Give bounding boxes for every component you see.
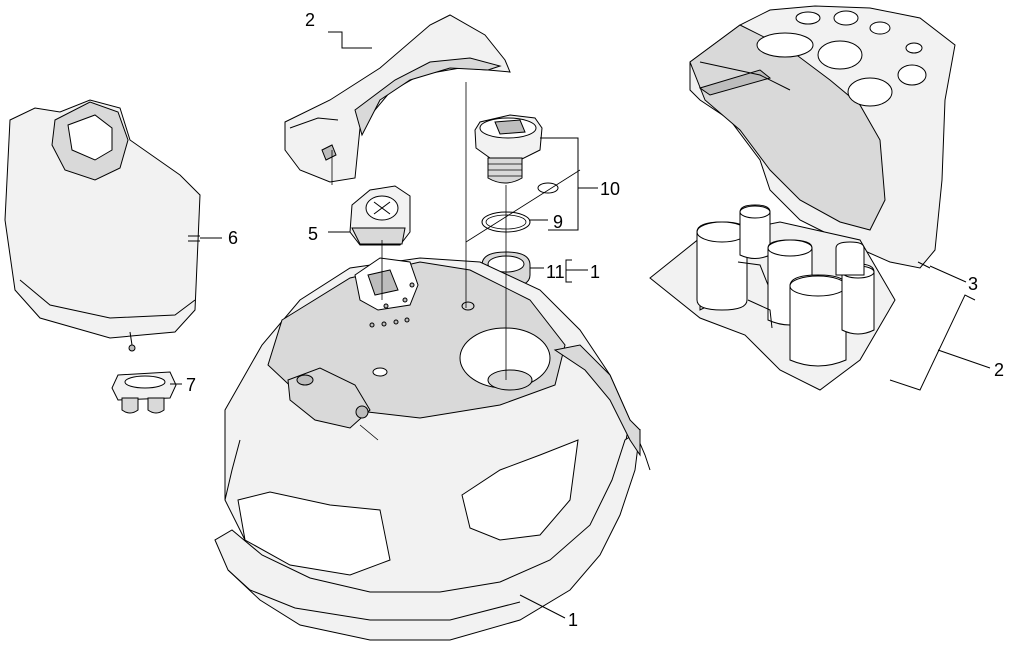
part-knob — [349, 185, 411, 246]
callout-6: 6 — [228, 228, 238, 248]
leader-lines — [170, 31, 991, 619]
callout-3: 3 — [968, 274, 978, 294]
callout-10: 10 — [600, 179, 620, 199]
callout-1-right: 1 — [590, 262, 600, 282]
callout-5: 5 — [308, 224, 318, 244]
callout-7: 7 — [186, 375, 196, 395]
part-cap — [474, 114, 559, 194]
callout-2-top: 2 — [305, 10, 315, 30]
callout-11: 11 — [546, 262, 565, 282]
callout-1-bottom: 1 — [568, 610, 578, 630]
part-main-housing — [214, 257, 651, 641]
callout-2-right: 2 — [994, 360, 1004, 380]
part-handle — [284, 14, 511, 183]
part-upper-tray — [689, 5, 956, 269]
part-left-cover — [4, 99, 201, 352]
callouts: 2 10 5 9 6 11 1 7 3 2 1 — [186, 10, 1004, 630]
callout-9: 9 — [553, 212, 563, 232]
part-small-insert — [111, 371, 177, 414]
part-cup-holder — [649, 204, 896, 391]
